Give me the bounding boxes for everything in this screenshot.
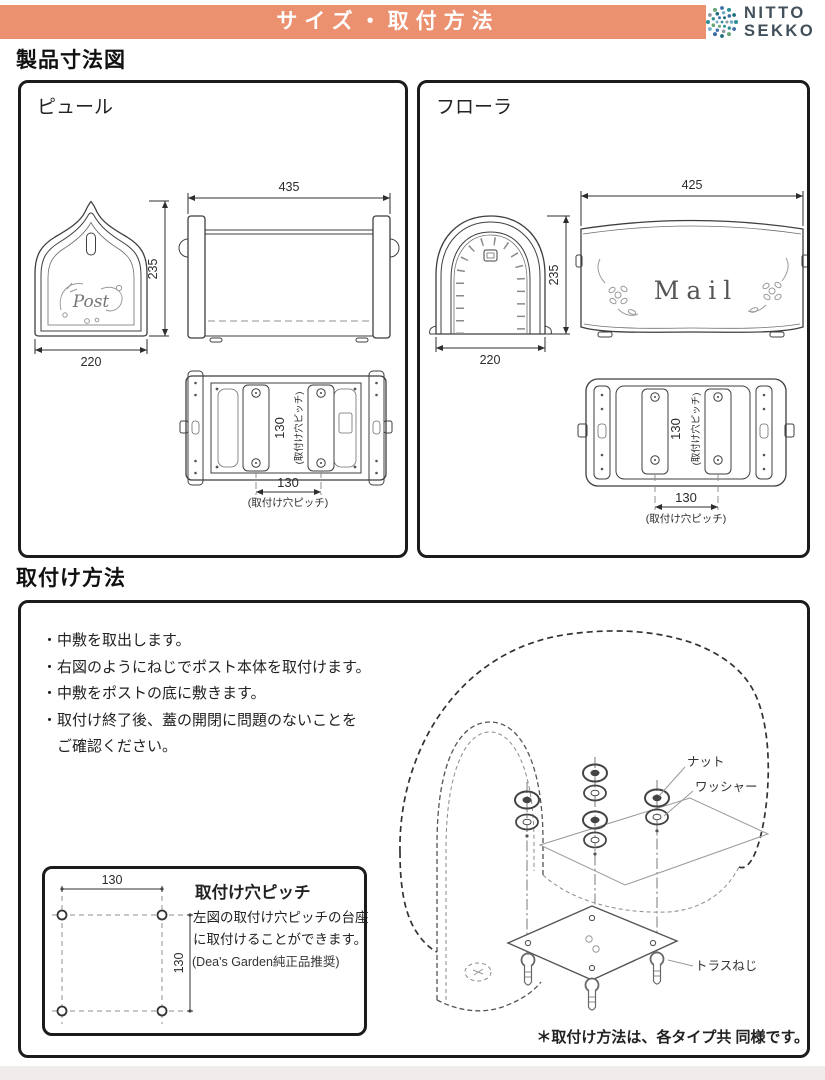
nitto-sekko-logo-icon [706, 6, 738, 38]
section-heading-install: 取付け方法 [16, 567, 126, 590]
flora-pitch-inner-note: (取付け穴ピッチ) [690, 393, 702, 466]
section-heading-dimensions: 製品寸法図 [16, 49, 126, 72]
install-steps: ・中敷を取出します。 ・右図のようにねじでポスト本体を取付けます。 ・中敷をポス… [42, 628, 410, 761]
flora-front-view: 235 220 [429, 215, 570, 367]
pitch-box: 130 130 取付け穴ピッチ 左図の取付け穴ピッチの台座 に取付けることができ… [42, 866, 369, 1036]
nitto-sekko-logo-text: NITTO SEKKO [744, 4, 815, 41]
flora-panel-title: フローラ [436, 97, 513, 118]
pure-panel-title: ピュール [37, 97, 114, 118]
flora-side-view: Mail [575, 178, 807, 338]
pure-front-height-dim: 235 [146, 259, 160, 280]
pitch-dim-top: 130 [102, 873, 123, 887]
pure-bottom-view: 130 (取付け穴ピッチ) 130 (取付け穴ピッチ) [179, 370, 393, 509]
flora-bottom-view: 130 (取付け穴ピッチ) 130 (取付け穴ピッチ) [577, 378, 795, 525]
flora-pitch-bottom-dim: 130 [675, 490, 697, 505]
washer-label: ワッシャー [695, 780, 758, 794]
nut-label: ナット [687, 755, 725, 769]
page-bottom-edge [0, 1066, 825, 1080]
pure-decor-text: Post [72, 292, 110, 312]
truss-screws [520, 951, 665, 1011]
install-step: ・中敷をポストの底に敷きます。 [42, 685, 266, 702]
flora-drawing: 235 220 Mail [429, 178, 807, 525]
flora-decor-text: Mail [654, 276, 739, 305]
install-step: ・右図のようにねじでポスト本体を取付けます。 [42, 658, 371, 676]
pitch-box-note: (Dea's Garden純正品推奨) [192, 955, 340, 969]
flora-front-height-dim: 235 [547, 265, 561, 286]
pure-side-view: 435 [178, 180, 400, 343]
screw-label: トラスねじ [695, 959, 757, 973]
pure-drawing: Post 235 220 [34, 180, 400, 509]
pure-pitch-inner-note: (取付け穴ピッチ) [293, 392, 305, 465]
flora-side-width-dim: 425 [682, 178, 703, 192]
flora-panel: フローラ 235 [417, 80, 810, 558]
base-plate [506, 905, 679, 981]
page-title: サイズ・取付方法 [276, 10, 500, 33]
install-diagram: ナット ワッシャー トラスねじ [399, 630, 770, 1012]
pitch-dim-side: 130 [172, 953, 186, 974]
inner-floor-plate [538, 797, 770, 886]
pure-pitch-bottom-dim: 130 [277, 475, 299, 490]
logo-line1: NITTO [744, 4, 806, 22]
flora-pitch-inner-dim: 130 [668, 418, 683, 440]
mailbox-dashed-outline [399, 630, 770, 1012]
flora-flower-left [597, 258, 639, 316]
pure-front-view: Post 235 220 [34, 200, 169, 369]
pitch-diagram: 130 130 [52, 873, 193, 1024]
header-bar [0, 5, 706, 39]
pitch-box-line2: に取付けることができます。 [193, 932, 368, 947]
nuts-and-washers [514, 763, 670, 856]
logo-line2: SEKKO [744, 22, 816, 41]
pure-pitch-inner-dim: 130 [272, 417, 287, 439]
flora-front-width-dim: 220 [480, 353, 501, 367]
flora-pitch-bottom-note: (取付け穴ピッチ) [646, 512, 727, 525]
flora-flower-right [747, 257, 789, 313]
pure-panel: ピュール Post [18, 80, 408, 558]
install-step: ・取付け終了後、蓋の開閉に問題のないことを [42, 711, 358, 729]
install-step: ・中敷を取出します。 [42, 632, 191, 649]
pure-decor-vine [59, 282, 123, 324]
pure-front-width-dim: 220 [81, 355, 102, 369]
pitch-box-line1: 左図の取付け穴ピッチの台座 [193, 910, 369, 925]
pure-side-width-dim: 435 [279, 180, 300, 194]
install-step: ご確認ください。 [42, 738, 178, 755]
pitch-box-heading: 取付け穴ピッチ [195, 884, 311, 902]
install-footnote: ＊取付け方法は、各タイプ共 同様です。 [536, 1029, 809, 1046]
pure-pitch-bottom-note: (取付け穴ピッチ) [248, 496, 329, 509]
